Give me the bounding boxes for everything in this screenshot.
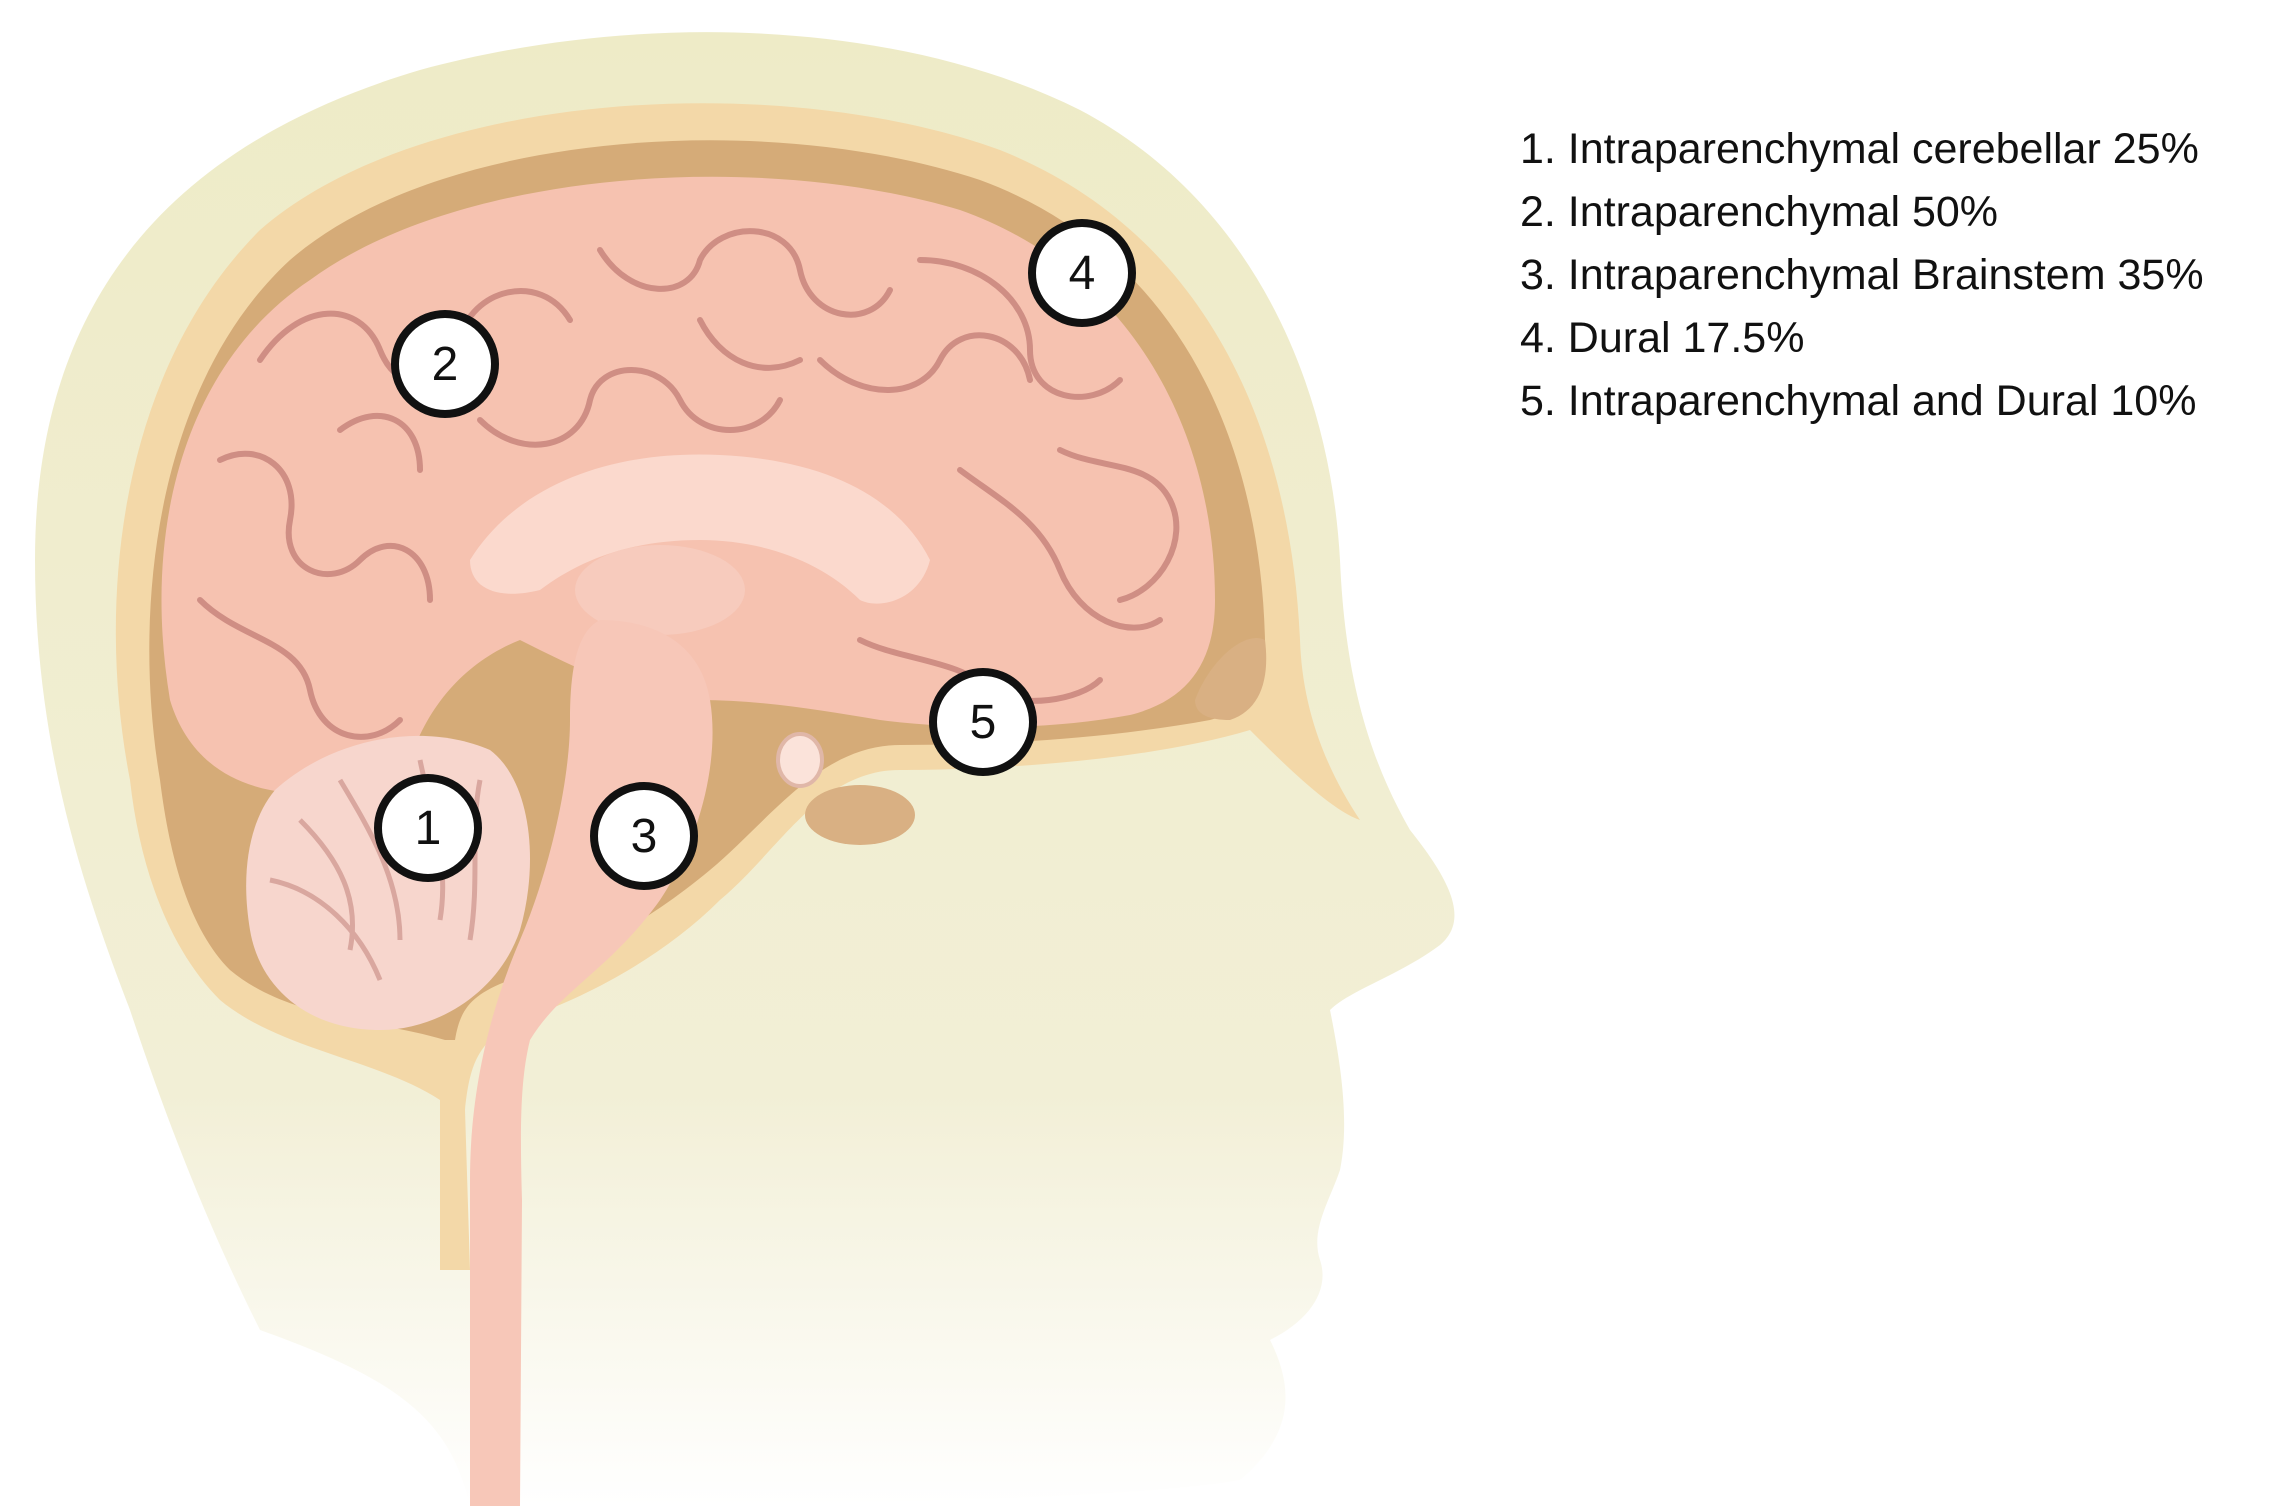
legend-item-3: 3. Intraparenchymal Brainstem 35% [1520,251,2204,299]
head-sagittal-illustration [35,32,1455,1506]
legend-item-4: 4. Dural 17.5% [1520,314,1805,362]
pituitary [776,732,824,788]
legend: 1. Intraparenchymal cerebellar 25% 2. In… [1520,118,2280,433]
frontal-sinus [1195,638,1267,720]
sinus [805,785,915,845]
legend-item-5: 5. Intraparenchymal and Dural 10% [1520,377,2197,425]
marker-5: 5 [929,668,1037,776]
legend-item-2: 2. Intraparenchymal 50% [1520,188,1999,236]
thalamus [575,545,745,635]
legend-item-1: 1. Intraparenchymal cerebellar 25% [1520,125,2199,173]
marker-1: 1 [374,774,482,882]
marker-2: 2 [391,310,499,418]
corpus-callosum [470,454,930,604]
marker-4: 4 [1028,219,1136,327]
marker-3: 3 [590,782,698,890]
